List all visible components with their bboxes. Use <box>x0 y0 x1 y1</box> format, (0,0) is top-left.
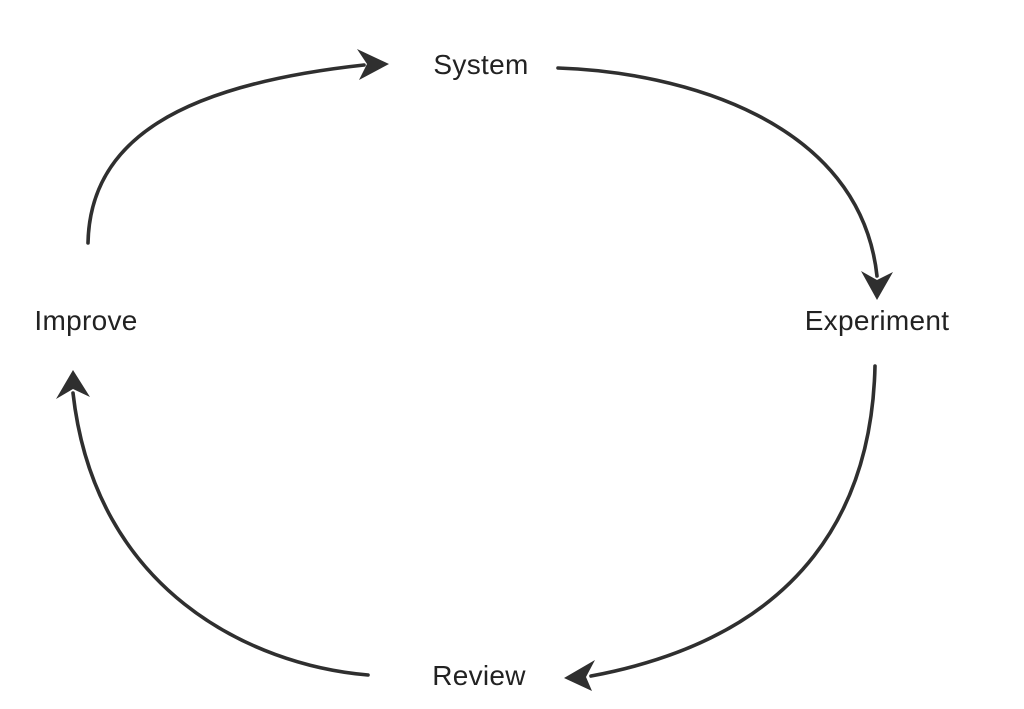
node-label-review: Review <box>432 660 526 691</box>
arrowhead-left-icon <box>564 660 595 691</box>
node-label-improve: Improve <box>34 305 138 336</box>
edge-system-to-experiment-curve <box>556 66 879 278</box>
arrowhead-down-icon <box>861 271 893 300</box>
arrowhead-up-icon <box>56 370 90 399</box>
node-label-experiment: Experiment <box>804 305 950 336</box>
edge-improve-to-system-curve <box>86 63 366 245</box>
node-label-system: System <box>433 49 529 80</box>
arrowhead-right-icon <box>357 49 389 80</box>
edge-review-to-improve-curve <box>71 391 370 677</box>
edge-review-to-improve <box>56 370 370 677</box>
edge-system-to-experiment <box>556 66 893 300</box>
edge-experiment-to-review <box>564 364 877 691</box>
edge-improve-to-system <box>86 49 389 245</box>
edge-experiment-to-review-curve <box>589 364 877 678</box>
